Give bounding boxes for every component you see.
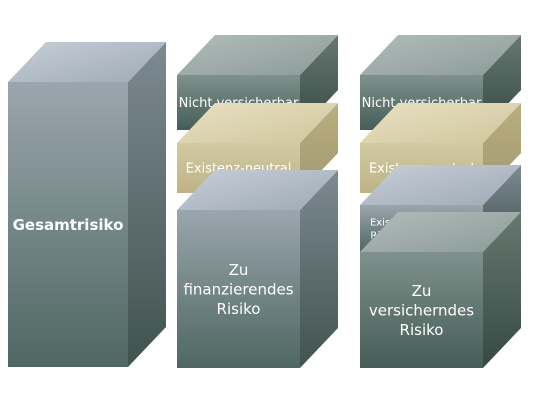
block-top-face	[177, 170, 338, 210]
block-top-face	[177, 35, 338, 75]
block-side-face	[483, 212, 521, 368]
block-front-face	[177, 210, 300, 368]
column-total: Gesamtrisiko	[8, 42, 166, 367]
block-top-face	[360, 103, 521, 143]
column-financing: Nicht versicherbarExistenz-neutralZufina…	[177, 35, 338, 368]
block-top-face	[8, 42, 166, 82]
risk-block: Gesamtrisiko	[8, 42, 166, 367]
block-top-face	[360, 165, 521, 205]
column-insuring: Nicht versicherbarExistenz neutralExiste…	[360, 35, 521, 368]
block-front-face	[8, 82, 128, 367]
block-side-face	[128, 42, 166, 367]
block-label: Gesamtrisiko	[13, 216, 124, 234]
block-top-face	[360, 35, 521, 75]
block-top-face	[360, 212, 521, 252]
block-front-face	[360, 252, 483, 368]
block-side-face	[300, 170, 338, 368]
block-top-face	[177, 103, 338, 143]
